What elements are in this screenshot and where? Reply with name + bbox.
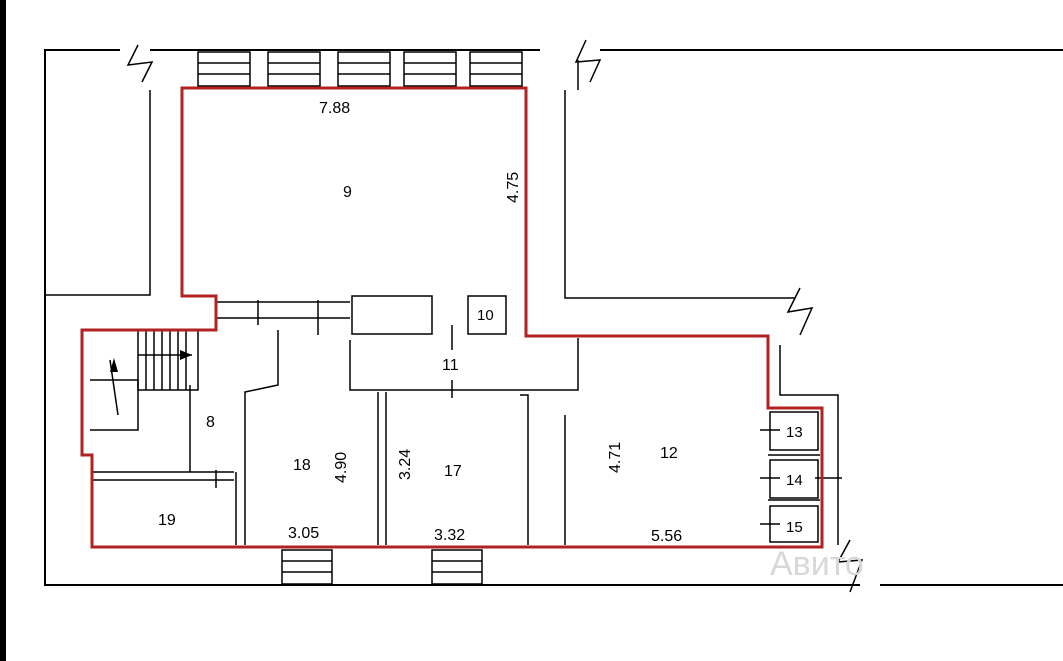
- watermark: Авито: [770, 545, 864, 583]
- room-label-18: 18: [293, 457, 311, 474]
- break-marks: [126, 39, 864, 593]
- room-label-15: 15: [786, 519, 803, 536]
- dimension-room9-height: 4.75: [505, 172, 522, 203]
- dimension-room18-width: 3.05: [288, 525, 319, 542]
- room-label-9: 9: [343, 184, 352, 201]
- outer-walls: [44, 49, 1063, 586]
- dimension-room12-width: 5.56: [651, 528, 682, 545]
- room-label-14: 14: [786, 472, 803, 489]
- dimension-room12-height: 4.71: [607, 442, 624, 473]
- interior-walls: [92, 295, 842, 545]
- dimension-room9-width: 7.88: [319, 100, 350, 117]
- dimension-room17-height: 3.24: [397, 449, 414, 480]
- windows-top: [197, 51, 523, 87]
- left-edge-bar: [0, 0, 6, 661]
- room-label-12: 12: [660, 445, 678, 462]
- room-label-11: 11: [442, 357, 459, 374]
- room-label-13: 13: [786, 424, 803, 441]
- room-label-8: 8: [206, 414, 215, 431]
- room-label-17: 17: [444, 463, 462, 480]
- premises-outline: [80, 86, 824, 549]
- room-label-19: 19: [158, 512, 176, 529]
- staircase: [90, 329, 199, 431]
- dimension-room17-width: 3.32: [434, 527, 465, 544]
- room-label-10: 10: [477, 307, 494, 324]
- windows-bottom: [281, 549, 483, 585]
- dimension-room18-height: 4.90: [333, 452, 350, 483]
